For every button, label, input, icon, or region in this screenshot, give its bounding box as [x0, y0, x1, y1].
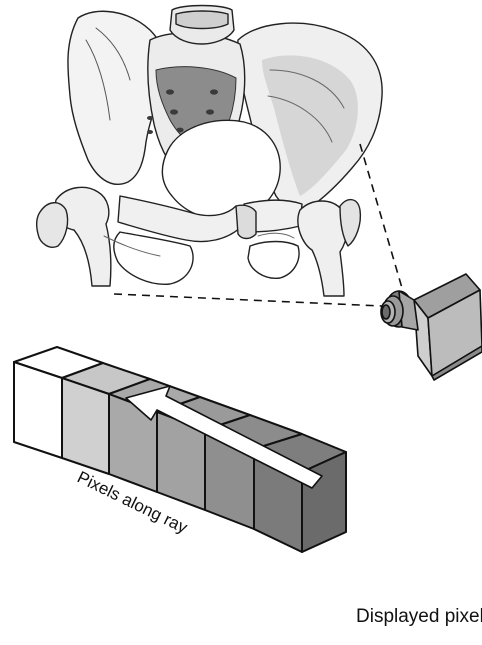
displayed-pixel-label: Displayed pixel [356, 606, 482, 628]
projection-line-upper [360, 144, 402, 288]
voxel-front-1 [14, 362, 62, 458]
voxel-front-2 [62, 378, 109, 474]
pubic-symphysis [236, 205, 256, 238]
left-femur-trochanter [37, 203, 68, 248]
camera-icon [381, 274, 482, 380]
pelvis-illustration [37, 6, 382, 297]
